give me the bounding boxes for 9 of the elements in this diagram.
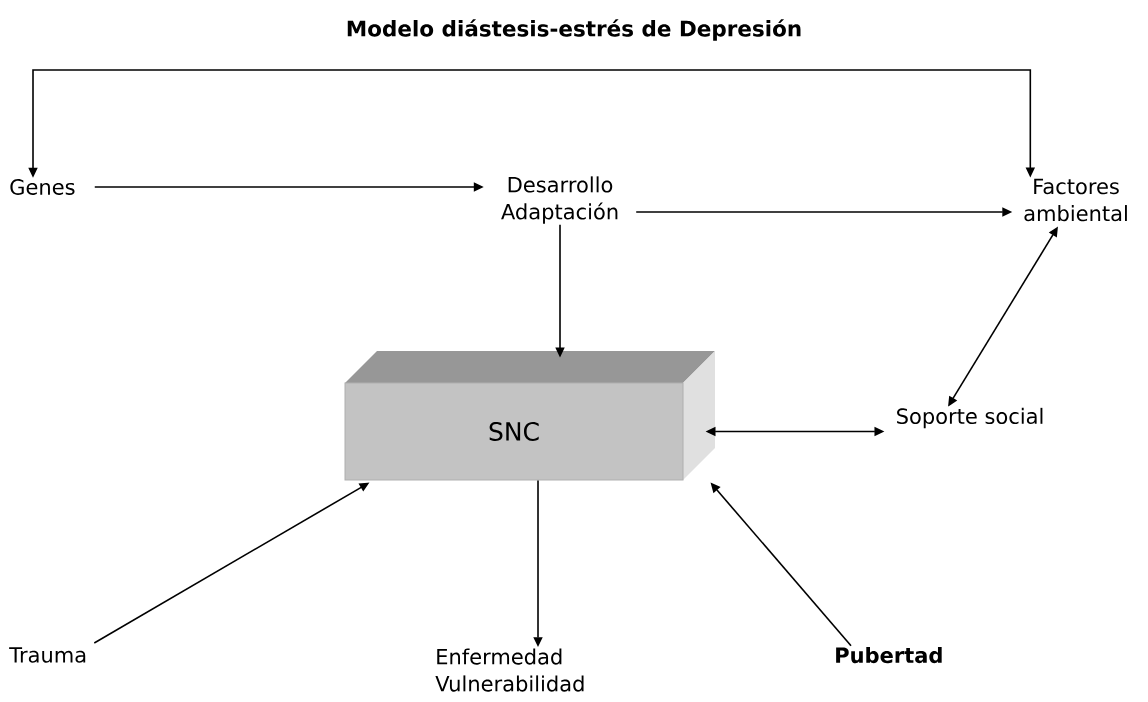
node-label: Trauma <box>9 647 86 663</box>
node-label: Desarrollo Adaptación <box>501 176 618 224</box>
node-label: Genes <box>10 179 75 195</box>
title: Modelo diástesis-estrés de Depresión <box>347 19 801 41</box>
box-3d: SNC <box>344 351 715 481</box>
node-label: Enfermedad Vulnerabilidad <box>435 648 584 692</box>
node-label: Pubertad <box>836 646 942 664</box>
node-label: Factores ambiental <box>1024 178 1127 222</box>
node-label: Soporte social <box>897 407 1043 429</box>
